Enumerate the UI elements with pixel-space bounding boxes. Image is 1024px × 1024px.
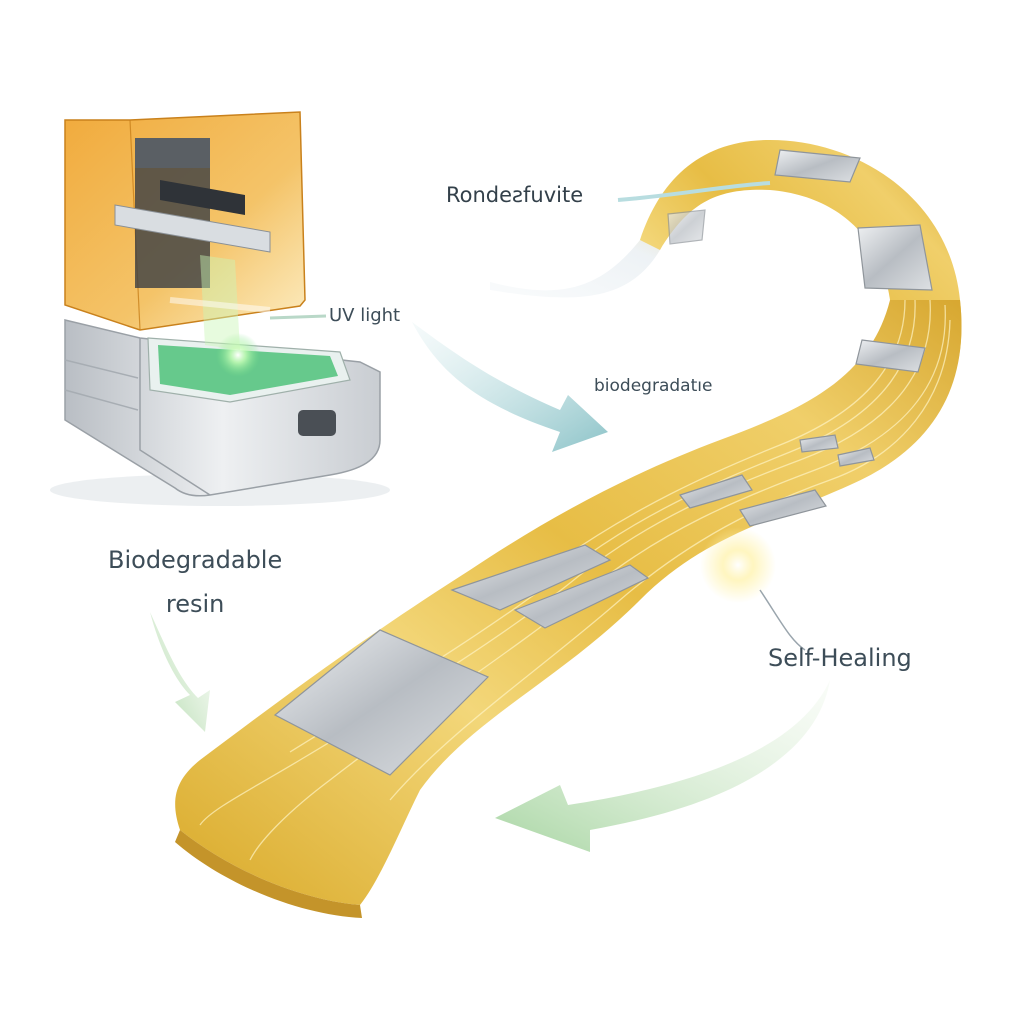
leader-line-uv — [269, 314, 327, 320]
label-resin-line1: Biodegradable — [108, 546, 283, 574]
pad — [837, 447, 875, 467]
pad — [774, 149, 861, 183]
leader-line-self-healing — [759, 589, 806, 651]
pad — [739, 489, 827, 527]
flow-arrow-resin — [150, 612, 210, 732]
print-head — [135, 138, 210, 168]
flow-arrow-uv-to-strip — [412, 322, 608, 452]
self-healing-sparkle — [700, 527, 776, 603]
pad — [667, 209, 706, 245]
pad — [513, 564, 650, 629]
pad — [273, 629, 490, 776]
pad — [855, 339, 926, 373]
build-plate — [114, 204, 271, 253]
pad — [450, 544, 612, 611]
pad — [679, 474, 753, 509]
strip-edge — [175, 830, 362, 918]
label-self-healing: Self-Healing — [768, 644, 912, 672]
label-uv-light: UV light — [329, 305, 401, 326]
leader-line-ronde — [617, 181, 771, 202]
label-biodegradable-small: biodegradatıe — [594, 376, 713, 396]
flow-arrow-self-healing — [495, 680, 830, 852]
resin-3d-printer-icon — [50, 111, 390, 506]
pad — [799, 434, 839, 453]
label-rondesfuvite: Rondeƨfuvite — [446, 183, 584, 207]
pad — [857, 224, 933, 291]
printer-button — [298, 410, 336, 436]
electrode-pads — [273, 149, 933, 776]
label-resin-line2: resin — [165, 590, 225, 618]
label-biodegradable-resin: Biodegradable resin — [108, 538, 282, 626]
